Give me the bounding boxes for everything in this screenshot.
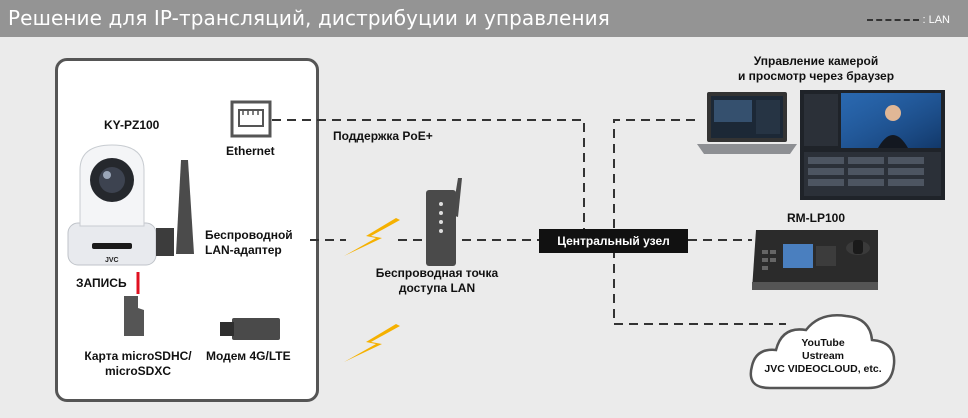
lan-legend-label: : LAN [922,14,950,26]
cloud-services-label: YouTube Ustream JVC VIDEOCLOUD, etc. [764,337,882,375]
poe-label: Поддержка PoE+ [333,129,433,143]
lan-legend: : LAN [867,14,950,26]
access-point-label: Беспроводная точка доступа LAN [375,266,499,295]
wireless-adapter-label: Беспроводной LAN-адаптер [205,228,293,257]
laptop-icon [697,92,797,154]
record-label: ЗАПИСЬ [76,276,127,290]
browser-screen-icon [800,90,945,200]
page-title: Решение для IP-трансляций, дистрибуции и… [8,6,610,30]
lan-line-browser [613,119,786,325]
camera-model-label: KY-PZ100 [104,118,160,132]
cellular-signal-icon [344,324,400,362]
title-bar: Решение для IP-трансляций, дистрибуции и… [0,0,968,37]
lan-line-ethernet [272,119,585,240]
controller-device-icon [752,230,878,290]
modem-label: Модем 4G/LTE [206,349,291,363]
microsd-card-label: Карта microSDHC/ microSDXC [84,349,192,378]
microsd-card-icon [124,296,144,336]
lan-legend-dash [867,19,920,22]
camera-brand: JVC [105,257,119,264]
modem-icon [220,318,280,340]
wireless-signal-icon [344,218,400,256]
browser-control-label: Управление камерой и просмотр через брау… [737,54,895,83]
ethernet-port-icon [230,100,272,138]
access-point-icon [426,178,462,266]
cloud-icon [749,314,896,390]
central-hub-label: Центральный узел [539,229,688,253]
controller-model-label: RM-LP100 [787,211,846,225]
ethernet-label: Ethernet [226,144,275,158]
ptz-camera-icon [67,144,157,294]
wireless-adapter-icon [156,160,194,256]
